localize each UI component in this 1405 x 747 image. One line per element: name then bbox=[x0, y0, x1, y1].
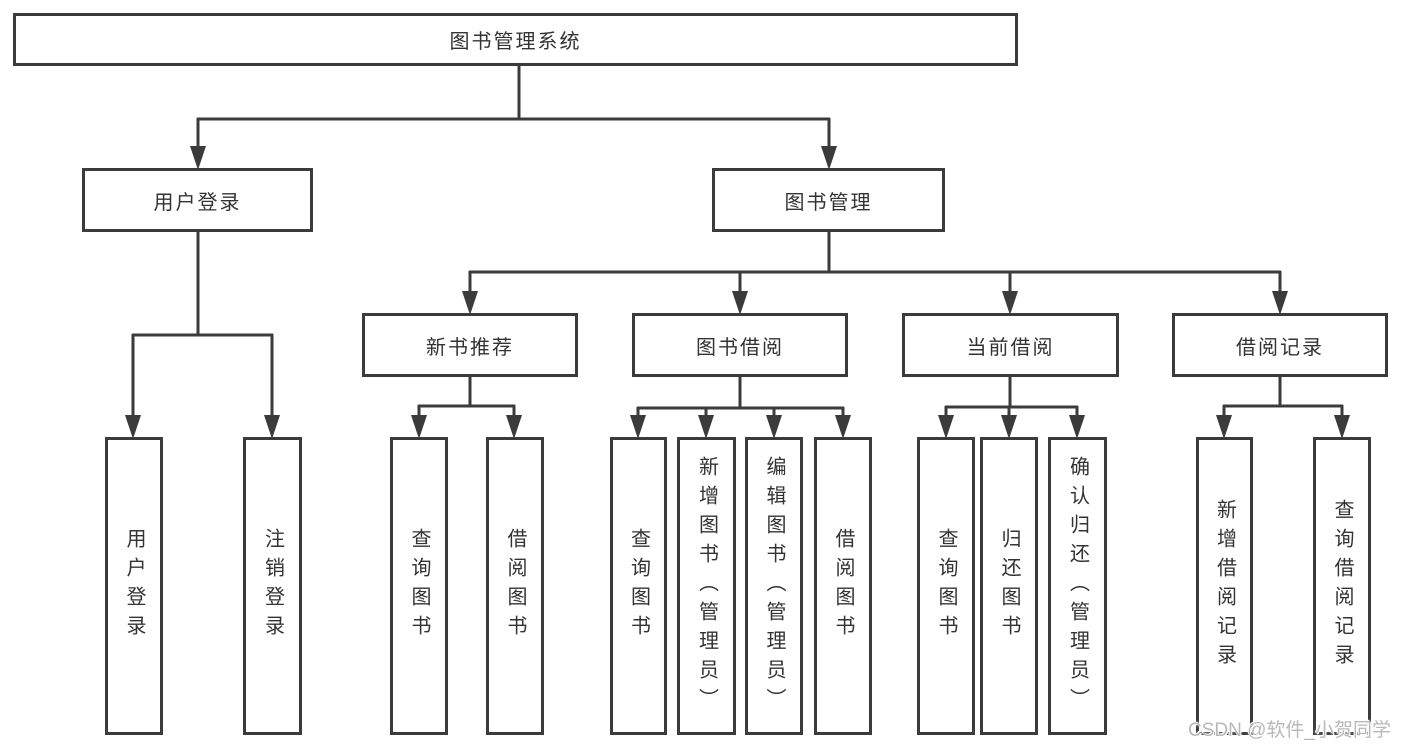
leaf-borrow-borrow-book: 借阅图书 bbox=[814, 437, 872, 735]
node-root-system: 图书管理系统 bbox=[13, 13, 1018, 66]
leaf-add-borrow-record: 新增借阅记录 bbox=[1196, 437, 1253, 735]
leaf-current-query-book-label: 查询图书 bbox=[935, 528, 957, 644]
leaf-rec-query-book: 查询图书 bbox=[390, 437, 448, 735]
node-new-book-recommend-label: 新书推荐 bbox=[426, 336, 514, 359]
leaf-edit-book-admin-label: 编辑图书（管理员） bbox=[763, 455, 785, 717]
leaf-add-book-admin-label: 新增图书（管理员） bbox=[695, 455, 718, 717]
leaf-logout-label: 注销登录 bbox=[261, 528, 284, 644]
leaf-query-borrow-record-label: 查询借阅记录 bbox=[1331, 499, 1353, 673]
leaf-rec-query-book-label: 查询图书 bbox=[408, 528, 430, 644]
leaf-user-login: 用户登录 bbox=[105, 437, 163, 735]
leaf-return-book-label: 归还图书 bbox=[998, 528, 1020, 644]
leaf-current-query-book: 查询图书 bbox=[917, 437, 975, 735]
node-book-management: 图书管理 bbox=[712, 168, 945, 232]
leaf-add-book-admin: 新增图书（管理员） bbox=[677, 437, 736, 735]
node-current-borrow-label: 当前借阅 bbox=[966, 336, 1055, 359]
node-book-borrow-label: 图书借阅 bbox=[696, 336, 784, 359]
leaf-borrow-query-book-label: 查询图书 bbox=[627, 528, 650, 644]
node-root-system-label: 图书管理系统 bbox=[449, 31, 582, 53]
node-current-borrow: 当前借阅 bbox=[902, 313, 1119, 377]
leaf-borrow-borrow-book-label: 借阅图书 bbox=[832, 528, 854, 644]
leaf-borrow-query-book: 查询图书 bbox=[610, 437, 667, 735]
node-user-login: 用户登录 bbox=[82, 168, 313, 232]
leaf-query-borrow-record: 查询借阅记录 bbox=[1313, 437, 1371, 735]
node-borrow-record-label: 借阅记录 bbox=[1236, 336, 1324, 359]
leaf-rec-borrow-book: 借阅图书 bbox=[486, 437, 544, 735]
leaf-logout: 注销登录 bbox=[243, 437, 302, 735]
arrowhead-icons bbox=[125, 146, 1350, 439]
leaf-edit-book-admin: 编辑图书（管理员） bbox=[745, 437, 803, 735]
leaf-confirm-return-admin-label: 确认归还（管理员） bbox=[1066, 455, 1089, 717]
node-book-borrow: 图书借阅 bbox=[632, 313, 848, 377]
node-user-login-label: 用户登录 bbox=[153, 191, 242, 214]
node-borrow-record: 借阅记录 bbox=[1172, 313, 1388, 377]
leaf-add-borrow-record-label: 新增借阅记录 bbox=[1213, 499, 1236, 673]
leaf-return-book: 归还图书 bbox=[980, 437, 1038, 735]
csdn-watermark: CSDN @软件_小贺同学 bbox=[1188, 720, 1391, 741]
leaf-confirm-return-admin: 确认归还（管理员） bbox=[1048, 437, 1107, 735]
leaf-user-login-label: 用户登录 bbox=[123, 528, 145, 644]
leaf-rec-borrow-book-label: 借阅图书 bbox=[504, 528, 526, 644]
node-book-management-label: 图书管理 bbox=[784, 191, 873, 214]
node-new-book-recommend: 新书推荐 bbox=[362, 313, 578, 377]
